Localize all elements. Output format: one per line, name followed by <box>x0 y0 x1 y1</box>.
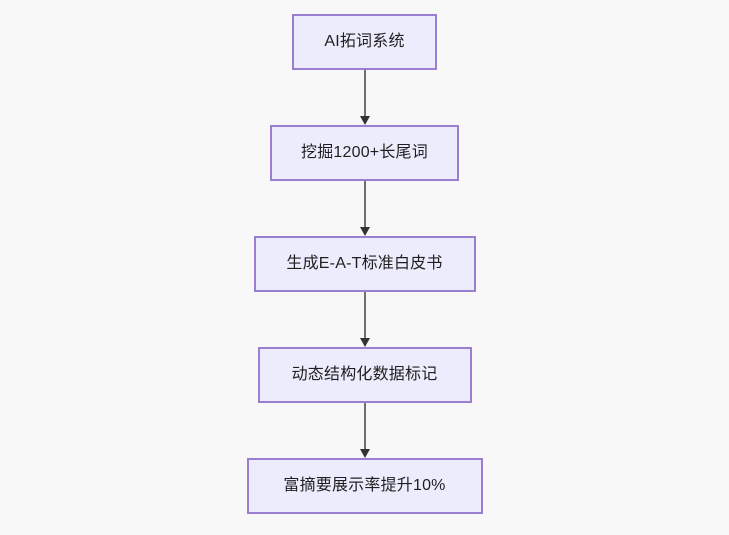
flowchart-edge-n2-n3 <box>359 181 371 236</box>
edge-line <box>363 403 366 450</box>
flowchart-node-label: 生成E-A-T标准白皮书 <box>286 255 443 272</box>
flowchart-node-n5[interactable]: 富摘要展示率提升10% <box>246 458 483 514</box>
flowchart-node-n4[interactable]: 动态结构化数据标记 <box>257 347 472 403</box>
arrowhead-icon <box>359 449 370 458</box>
flowchart-edge-n1-n2 <box>359 70 371 125</box>
flowchart-node-label: 挖掘1200+长尾词 <box>301 144 428 161</box>
arrowhead-icon <box>359 116 370 125</box>
edge-line <box>363 181 366 228</box>
flowchart-edge-n3-n4 <box>359 292 371 347</box>
flowchart-node-label: 动态结构化数据标记 <box>291 366 438 383</box>
edge-line <box>363 292 366 339</box>
arrowhead-icon <box>359 227 370 236</box>
flowchart-node-n2[interactable]: 挖掘1200+长尾词 <box>270 125 459 181</box>
flowchart-edge-n4-n5 <box>359 403 371 458</box>
arrowhead-icon <box>359 338 370 347</box>
flowchart-node-n3[interactable]: 生成E-A-T标准白皮书 <box>253 236 476 292</box>
flowchart-node-n1[interactable]: AI拓词系统 <box>292 14 437 70</box>
edge-line <box>363 70 366 117</box>
flowchart-node-label: AI拓词系统 <box>324 33 405 50</box>
flowchart-node-label: 富摘要展示率提升10% <box>283 477 446 494</box>
